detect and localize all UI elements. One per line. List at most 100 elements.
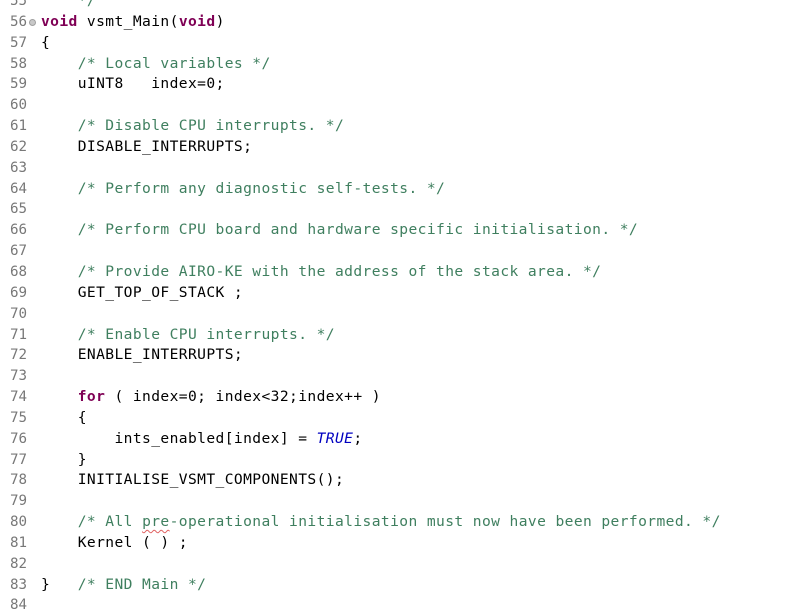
code-text: DISABLE_INTERRUPTS;: [41, 137, 252, 158]
code-line[interactable]: 62 DISABLE_INTERRUPTS;: [0, 137, 800, 158]
code-line[interactable]: 81 Kernel ( ) ;: [0, 533, 800, 554]
code-line[interactable]: 63: [0, 158, 800, 179]
line-number: 75: [10, 409, 28, 426]
code-token: ENABLE_INTERRUPTS;: [41, 346, 244, 364]
line-number: 84: [10, 597, 28, 614]
code-token: [41, 263, 78, 280]
code-line[interactable]: 57 {: [0, 33, 800, 54]
code-text: uINT8 index=0;: [41, 74, 225, 95]
code-line[interactable]: 67: [0, 241, 800, 262]
code-token: /* All: [77, 513, 143, 531]
code-token: }: [41, 575, 78, 593]
line-number: 81: [10, 534, 28, 551]
code-line[interactable]: 59 uINT8 index=0;: [0, 74, 800, 95]
code-text: */: [41, 0, 96, 12]
code-token: Kernel ( ) ;: [41, 533, 188, 551]
line-number: 66: [10, 222, 28, 239]
code-line[interactable]: 80 /* All pre-operational initialisation…: [0, 512, 800, 533]
line-number: 56: [10, 13, 28, 30]
code-text: ENABLE_INTERRUPTS;: [41, 345, 243, 366]
code-line[interactable]: 55 */: [0, 0, 800, 12]
code-token: [41, 55, 78, 72]
code-token: /* Disable CPU interrupts. */: [77, 117, 345, 135]
line-number: 57: [10, 34, 28, 51]
code-line[interactable]: 83} /* END Main */: [0, 575, 800, 596]
line-number: 77: [10, 451, 28, 468]
code-line[interactable]: 73: [0, 366, 800, 387]
code-line[interactable]: 60: [0, 95, 800, 116]
code-line[interactable]: 74 for ( index=0; index<32;index++ ): [0, 387, 800, 408]
code-text: /* All pre-operational initialisation mu…: [41, 512, 721, 533]
code-token: [41, 513, 78, 530]
code-text: GET_TOP_OF_STACK ;: [41, 283, 243, 304]
line-number: 74: [10, 389, 28, 406]
code-line[interactable]: 78 INITIALISE_VSMT_COMPONENTS();: [0, 470, 800, 491]
code-token: GET_TOP_OF_STACK ;: [41, 283, 244, 301]
code-token: /* Enable CPU interrupts. */: [77, 325, 335, 343]
code-token: /* END Main */: [77, 575, 207, 593]
code-text: Kernel ( ) ;: [41, 533, 188, 554]
code-token: vsmt_Main(: [77, 12, 179, 30]
line-number: 61: [10, 118, 28, 135]
code-token: [41, 221, 78, 238]
code-token: {: [41, 33, 51, 51]
code-line[interactable]: 56 void vsmt_Main(void): [0, 12, 800, 33]
code-line[interactable]: 75 {: [0, 408, 800, 429]
code-text: }: [41, 450, 87, 471]
code-line[interactable]: 79: [0, 491, 800, 512]
code-line[interactable]: 64 /* Perform any diagnostic self-tests.…: [0, 179, 800, 200]
line-number: 64: [10, 180, 28, 197]
code-line[interactable]: 58 /* Local variables */: [0, 54, 800, 75]
code-text: {: [41, 408, 87, 429]
code-line[interactable]: 65: [0, 199, 800, 220]
code-token: /* Perform CPU board and hardware specif…: [77, 221, 639, 239]
code-line[interactable]: 71 /* Enable CPU interrupts. */: [0, 325, 800, 346]
line-number: 79: [10, 493, 28, 510]
code-token: /* Perform any diagnostic self-tests. */: [77, 179, 446, 197]
line-number: 80: [10, 514, 28, 531]
code-token: ( index=0; index<32;index++ ): [105, 388, 381, 406]
code-line[interactable]: 69 GET_TOP_OF_STACK ;: [0, 283, 800, 304]
code-token: uINT8 index=0;: [41, 75, 225, 93]
code-text: /* Disable CPU interrupts. */: [41, 116, 344, 137]
line-number: 63: [10, 159, 28, 176]
code-token: void: [178, 12, 216, 30]
code-line[interactable]: 77 }: [0, 450, 800, 471]
line-number: 71: [10, 326, 28, 343]
code-line[interactable]: 61 /* Disable CPU interrupts. */: [0, 116, 800, 137]
line-number: 59: [10, 76, 28, 93]
line-number: 70: [10, 305, 28, 322]
code-text: ints_enabled[index] = TRUE;: [41, 429, 363, 450]
code-text: /* Perform any diagnostic self-tests. */: [41, 179, 445, 200]
line-number: 83: [10, 576, 28, 593]
line-number: 68: [10, 263, 28, 280]
code-line[interactable]: 66 /* Perform CPU board and hardware spe…: [0, 220, 800, 241]
line-number: 69: [10, 284, 28, 301]
code-line[interactable]: 70: [0, 304, 800, 325]
code-token: [41, 326, 78, 343]
code-token: /* Local variables */: [77, 54, 271, 72]
code-token: ints_enabled[index] =: [41, 429, 317, 447]
code-line[interactable]: 84: [0, 595, 800, 616]
code-token: [41, 117, 78, 134]
code-token: ;: [353, 429, 363, 447]
code-line[interactable]: 68 /* Provide AIRO-KE with the address o…: [0, 262, 800, 283]
line-number: 73: [10, 368, 28, 385]
code-token: void: [41, 12, 78, 30]
line-number: 60: [10, 97, 28, 114]
code-text: {: [41, 33, 50, 54]
code-token: */: [41, 0, 97, 9]
code-token: {: [41, 408, 87, 426]
line-number: 78: [10, 472, 28, 489]
fold-toggle-icon[interactable]: [29, 18, 36, 26]
code-line[interactable]: 76 ints_enabled[index] = TRUE;: [0, 429, 800, 450]
line-number: 58: [10, 55, 28, 72]
code-token: ): [215, 12, 225, 30]
code-text: /* Enable CPU interrupts. */: [41, 325, 335, 346]
code-token: -operational initialisation must now hav…: [169, 513, 721, 531]
code-line[interactable]: 82: [0, 554, 800, 575]
code-line[interactable]: 72 ENABLE_INTERRUPTS;: [0, 345, 800, 366]
spelling-error-token: pre: [142, 513, 170, 531]
code-token: [41, 180, 78, 197]
